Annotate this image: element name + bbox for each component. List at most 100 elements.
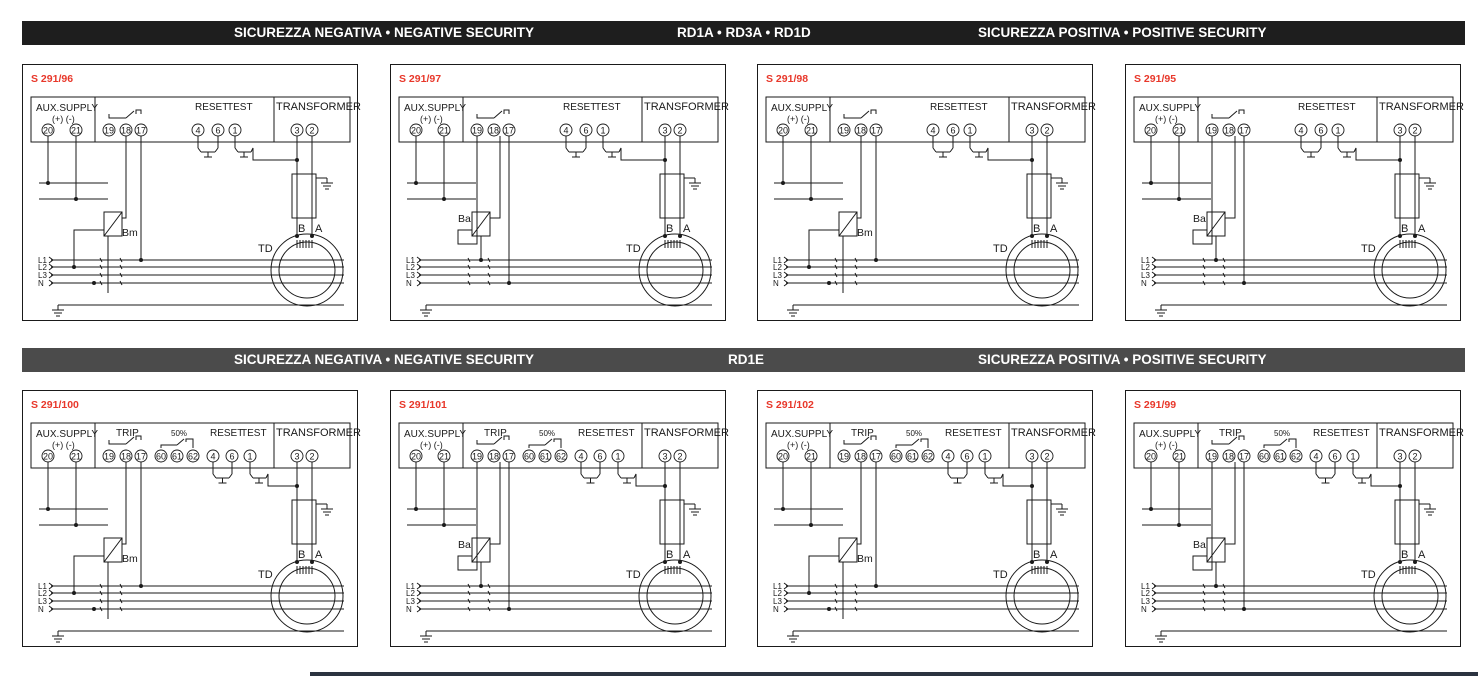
terminal-number: 1	[1335, 126, 1340, 136]
terminal-number: 3	[662, 452, 667, 462]
terminal-number: 18	[856, 126, 866, 136]
terminal-circle	[1222, 449, 1236, 463]
phase-arrow	[48, 263, 54, 271]
terminal-number: 2	[309, 126, 314, 136]
lead-a-label: A	[1418, 223, 1426, 235]
terminal-circle	[487, 123, 501, 137]
toroid-inner	[1013, 567, 1071, 625]
junction-dot	[781, 507, 785, 511]
ba-label: Ba	[458, 213, 471, 225]
toroid-outer	[638, 559, 712, 633]
test-wire	[1353, 147, 1400, 161]
fifty-label: 50%	[1274, 429, 1290, 438]
td-label: TD	[1361, 243, 1376, 255]
relay-contact	[1228, 110, 1238, 119]
phase-label: L2	[773, 589, 782, 598]
relay-contact	[125, 436, 135, 445]
relay-contact	[108, 114, 126, 119]
band-left-label: SICUREZZA NEGATIVA • NEGATIVE SECURITY	[234, 25, 534, 40]
phase-label: L1	[406, 256, 415, 265]
relay-contact	[125, 110, 135, 119]
terminal-circle	[186, 449, 200, 463]
terminal-number: 17	[504, 452, 514, 462]
fifty-label: 50%	[906, 429, 922, 438]
fifty-contact	[176, 438, 185, 446]
reset-button-symbol	[1317, 147, 1322, 153]
breaker-tick	[854, 590, 858, 596]
lead-b-label: B	[1033, 223, 1040, 235]
terminal-number: 1	[967, 126, 972, 136]
breaker-tick	[467, 257, 471, 263]
aux-supply-label: AUX.SUPPLY	[36, 429, 98, 440]
phase-label: N	[1141, 279, 1147, 288]
relay-contact	[135, 435, 142, 440]
test-label: TEST	[241, 428, 267, 439]
reset-label: RESET	[578, 428, 611, 439]
test-wire	[985, 147, 1032, 161]
terminal-number: 3	[1029, 452, 1034, 462]
terminal-number: 20	[1146, 452, 1156, 462]
transformer-label: TRANSFORMER	[276, 101, 361, 113]
breaker-tick	[1202, 598, 1206, 604]
terminal-number: 2	[1412, 452, 1417, 462]
reset-button-symbol	[565, 147, 570, 153]
terminal-number: 60	[524, 452, 534, 462]
diagram-code: S 291/102	[766, 399, 814, 411]
phase-arrow	[1151, 589, 1157, 597]
breaker-tick	[1222, 264, 1226, 270]
relay-contact	[1238, 435, 1245, 440]
breaker-tick	[99, 257, 103, 263]
coil-wire	[457, 136, 478, 245]
aux-supply-label: AUX.SUPPLY	[36, 103, 98, 114]
band-right-label: SICUREZZA POSITIVA • POSITIVE SECURITY	[978, 352, 1267, 367]
junction-dot	[507, 281, 511, 285]
header-band-1: SICUREZZA NEGATIVA • NEGATIVE SECURITY R…	[22, 21, 1465, 45]
terminal-number: 18	[489, 126, 499, 136]
lead-b-label: B	[298, 223, 305, 235]
reset-button-symbol	[1315, 473, 1320, 479]
aux-supply-label: AUX.SUPPLY	[771, 103, 833, 114]
terminal-circle	[837, 123, 851, 137]
ba-coil-slash	[471, 211, 491, 237]
polarity-label: (+) (-)	[1155, 114, 1178, 124]
breaker-tick	[487, 257, 491, 263]
test-button-symbol	[234, 147, 239, 153]
phase-arrow	[416, 589, 422, 597]
lead-b-label: B	[298, 549, 305, 561]
junction-dot	[1214, 258, 1218, 262]
breaker-tick	[1202, 257, 1206, 263]
junction-dot	[1413, 234, 1417, 238]
terminal-number: 6	[1318, 126, 1323, 136]
polarity-label: (+) (-)	[52, 440, 75, 450]
relay-contact	[135, 109, 142, 114]
terminal-number: 1	[1350, 452, 1355, 462]
phase-arrow	[48, 279, 54, 287]
terminal-number: 1	[232, 126, 237, 136]
terminal-circle	[102, 449, 116, 463]
toroid-inner	[278, 241, 336, 299]
coil-wire	[122, 136, 127, 219]
phase-label: L2	[773, 263, 782, 272]
terminal-circle	[1257, 449, 1271, 463]
phase-arrow	[416, 279, 422, 287]
bm-label: Bm	[122, 227, 138, 239]
breaker-tick	[119, 264, 123, 270]
terminal-number: 3	[1397, 126, 1402, 136]
fifty-contact	[544, 438, 553, 446]
relay-contact	[503, 109, 510, 114]
polarity-label: (+) (-)	[420, 114, 443, 124]
band-right-label: SICUREZZA POSITIVA • POSITIVE SECURITY	[978, 25, 1267, 40]
phase-label: L3	[38, 271, 47, 280]
terminal-number: 6	[1332, 452, 1337, 462]
fifty-label: 50%	[171, 429, 187, 438]
breaker-tick	[1202, 606, 1206, 612]
phase-arrow	[783, 263, 789, 271]
terminal-number: 61	[907, 452, 917, 462]
fifty-contact	[553, 438, 562, 448]
relay-contact	[476, 440, 494, 445]
reset-button-symbol	[197, 147, 202, 153]
breaker-tick	[834, 598, 838, 604]
reset-label: RESET	[195, 102, 228, 113]
